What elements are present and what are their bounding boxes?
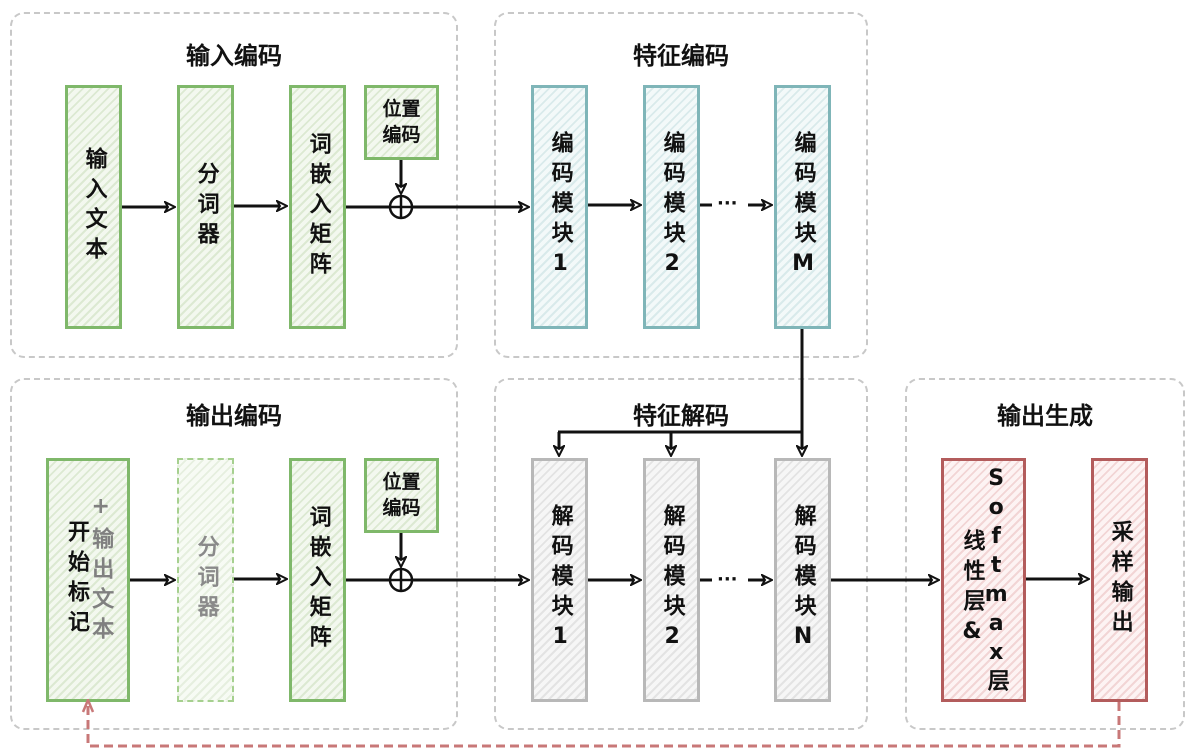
softmax-layer-label: Softmax层 [983,465,1009,695]
encoder-block-2: 编码模块2 [643,85,700,329]
group-title-output-encoding: 输出编码 [186,402,282,430]
embedding-matrix-output-label: 词嵌入矩阵 [305,505,331,655]
encoder-block-2-label: 编码模块2 [659,130,685,284]
tokenizer-block: 分词器 [177,85,234,329]
group-input-encoding: 输入编码 [10,12,458,358]
positional-encoding-block: 位置编码 [364,85,439,160]
decoder-block-n: 解码模块N [774,458,831,702]
decoder-block-2-label: 解码模块2 [659,503,685,657]
tokenizer-output-label: 分词器 [193,535,219,625]
decoder-block-1: 解码模块1 [531,458,588,702]
embedding-matrix-label: 词嵌入矩阵 [305,132,331,282]
sampling-output-block: 采样输出 [1091,458,1148,702]
decoder-block-n-label: 解码模块N [790,503,816,657]
encoder-block-m-label: 编码模块M [790,130,816,284]
positional-encoding-label: 位置编码 [382,97,421,146]
sampling-output-label: 采样输出 [1107,520,1133,640]
positional-encoding-output-label: 位置编码 [382,470,421,519]
input-text-label: 输入文本 [81,147,107,267]
group-title-feature-decoding: 特征解码 [633,402,729,430]
input-text-block: 输入文本 [65,85,122,329]
start-token-block: 开始标记 +输出文本 [46,458,130,702]
group-title-input-encoding: 输入编码 [186,42,282,70]
group-feature-decoding: 特征解码 [494,378,868,730]
decoder-block-2: 解码模块2 [643,458,700,702]
group-title-output-generation: 输出生成 [997,402,1093,430]
encoder-block-m: 编码模块M [774,85,831,329]
encoder-ellipsis: ··· [717,193,738,214]
embedding-matrix-block-output: 词嵌入矩阵 [289,458,346,702]
decoder-block-1-label: 解码模块1 [547,503,573,657]
encoder-block-1-label: 编码模块1 [547,130,573,284]
decoder-ellipsis: ··· [717,569,738,590]
output-text-label: +输出文本 [88,493,114,647]
encoder-block-1: 编码模块1 [531,85,588,329]
linear-layer-label: 线性层& [959,528,985,652]
group-output-encoding: 输出编码 [10,378,458,730]
group-title-feature-encoding: 特征编码 [633,42,729,70]
start-token-label: 开始标记 [64,520,89,640]
linear-softmax-block: 线性层& Softmax层 [941,458,1026,702]
tokenizer-block-output: 分词器 [177,458,234,702]
positional-encoding-block-output: 位置编码 [364,458,439,533]
group-feature-encoding: 特征编码 [494,12,868,358]
feedback-loop-arrow [88,702,1121,748]
group-output-generation: 输出生成 [905,378,1185,730]
embedding-matrix-block: 词嵌入矩阵 [289,85,346,329]
tokenizer-label: 分词器 [193,162,219,252]
